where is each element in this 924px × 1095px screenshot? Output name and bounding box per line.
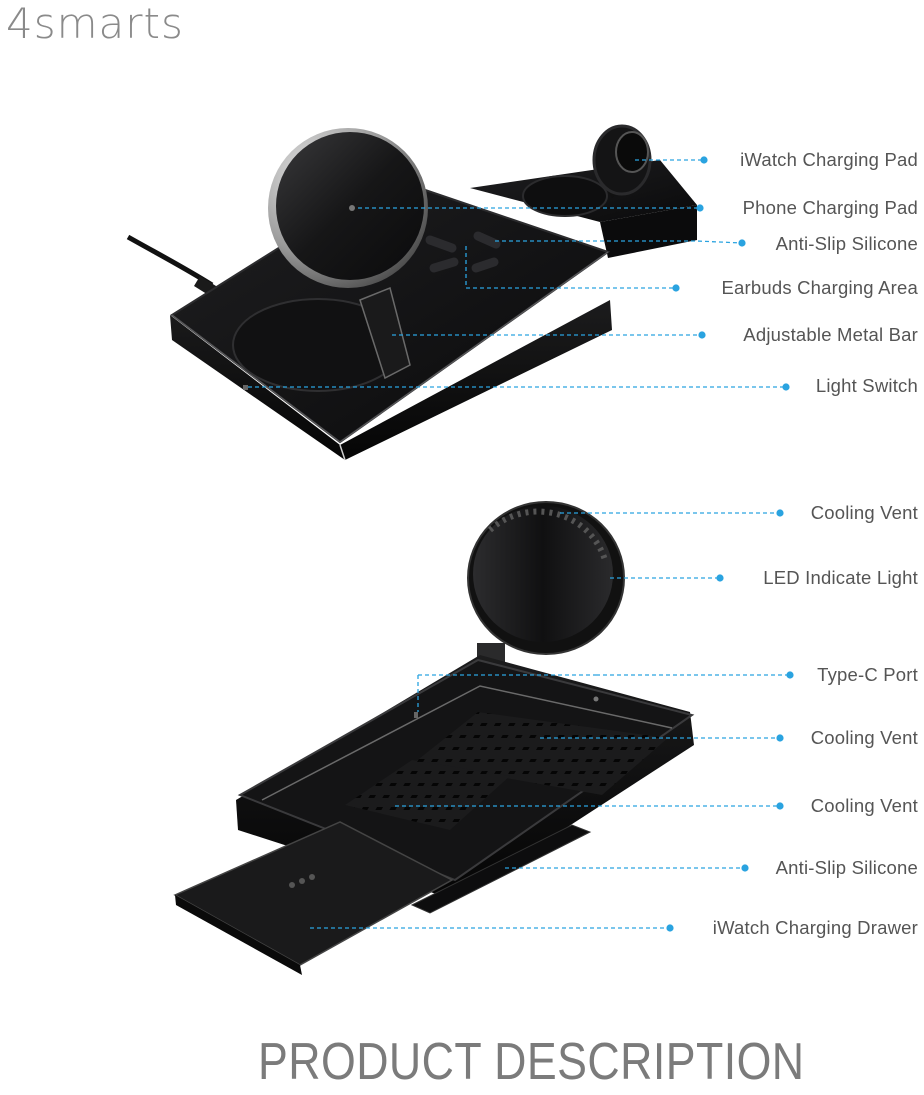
callout-led-indicate-light: LED Indicate Light [763,567,918,588]
callout-anti-slip-silicone-bottom: Anti-Slip Silicone [775,857,918,878]
callout-dots [666,156,794,932]
leader-line [465,246,676,289]
callout-light-switch: Light Switch [815,375,918,396]
bottom-silicone [410,824,592,914]
callout-earbuds-charging-area: Earbuds Charging Area [721,277,918,298]
callout-phone-charging-pad: Phone Charging Pad [742,197,918,218]
leader-dot [738,239,746,247]
leader-dot [782,383,790,391]
leader-dot [666,924,674,932]
product-description-heading: PRODUCT DESCRIPTION [258,1033,805,1091]
phone-pad [268,128,428,288]
metal-bar [359,286,411,380]
leader-line [495,240,743,244]
iwatch-drawer [173,821,454,975]
leader-dot [698,331,706,339]
silicone-marks [425,231,501,273]
leader-dot [672,284,680,292]
leader-dot [786,671,794,679]
callout-cooling-vent-3: Cooling Vent [810,795,918,816]
callout-lines [248,159,790,929]
leader-dot [700,156,708,164]
callout-anti-slip-silicone: Anti-Slip Silicone [775,233,918,254]
callout-cooling-vent-1: Cooling Vent [810,502,918,523]
callout-iwatch-charging-drawer: iWatch Charging Drawer [712,917,918,938]
leader-dot [696,204,704,212]
callout-adjustable-metal-bar: Adjustable Metal Bar [743,324,918,345]
leader-dot [776,802,784,810]
leader-dot [741,864,749,872]
brand-logo: 4smarts [6,0,184,48]
base-side [170,300,612,460]
callout-cooling-vent-2: Cooling Vent [810,727,918,748]
top-view-product [126,124,697,461]
callout-type-c-port: Type-C Port [817,664,918,685]
leader-dot [776,734,784,742]
callout-iwatch-charging-pad: iWatch Charging Pad [740,149,918,170]
bottom-view-product [173,501,695,975]
bottom-pad-disc [467,501,625,655]
leader-dot [716,574,724,582]
leader-dot [776,509,784,517]
